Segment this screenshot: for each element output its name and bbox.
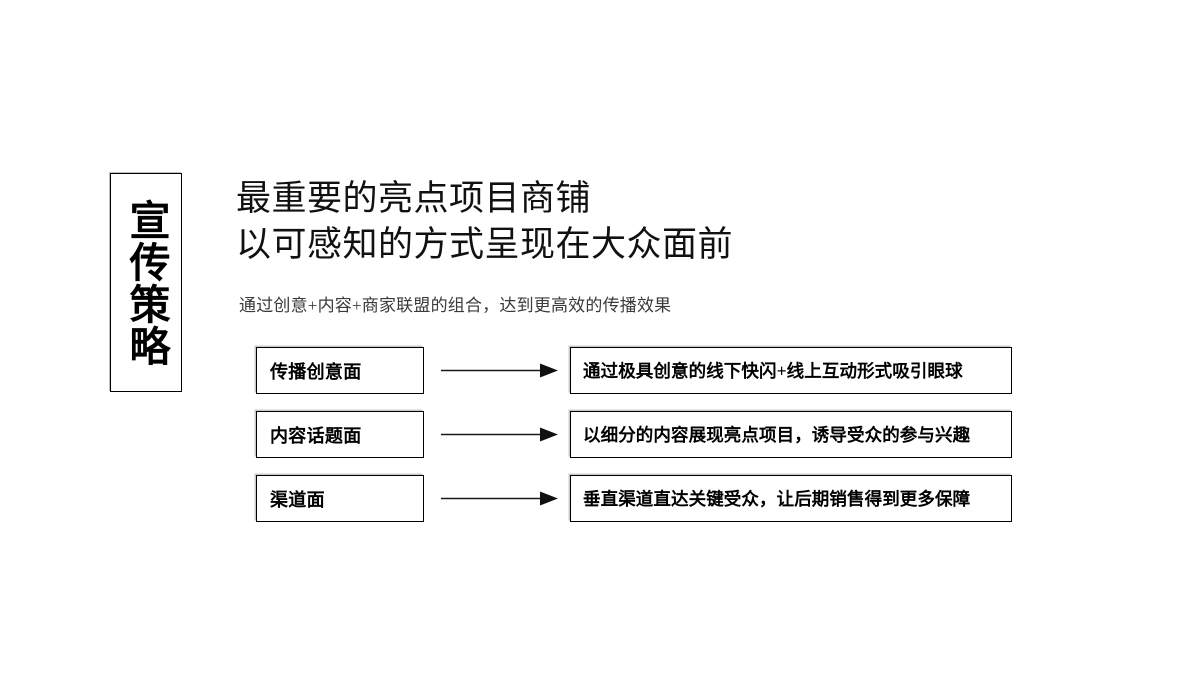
arrow-right-icon [440,347,560,394]
source-box: 内容话题面 [256,411,424,458]
target-box: 以细分的内容展现亮点项目，诱导受众的参与兴趣 [570,411,1012,458]
target-box-label: 垂直渠道直达关键受众，让后期销售得到更多保障 [583,489,971,509]
source-box-label: 渠道面 [270,489,325,510]
target-box: 通过极具创意的线下快闪+线上互动形式吸引眼球 [570,347,1012,394]
page-title-line-1: 最重要的亮点项目商铺 [236,179,592,218]
page-title: 最重要的亮点项目商铺 以可感知的方式呈现在大众面前 [236,176,733,267]
page-subtitle: 通过创意+内容+商家联盟的组合，达到更高效的传播效果 [239,296,672,315]
target-box-label: 以细分的内容展现亮点项目，诱导受众的参与兴趣 [583,425,971,445]
source-box-label: 内容话题面 [270,425,362,446]
source-box: 传播创意面 [256,347,424,394]
target-box-label: 通过极具创意的线下快闪+线上互动形式吸引眼球 [583,361,963,381]
source-box: 渠道面 [256,475,424,522]
arrow-right-icon [440,411,560,458]
section-label-text: 宣传策略 [123,198,170,367]
section-label-box: 宣传策略 [110,173,182,392]
source-box-label: 传播创意面 [270,361,362,382]
target-box: 垂直渠道直达关键受众，让后期销售得到更多保障 [570,475,1012,522]
arrow-right-icon [440,475,560,522]
page-title-line-2: 以可感知的方式呈现在大众面前 [236,224,734,264]
